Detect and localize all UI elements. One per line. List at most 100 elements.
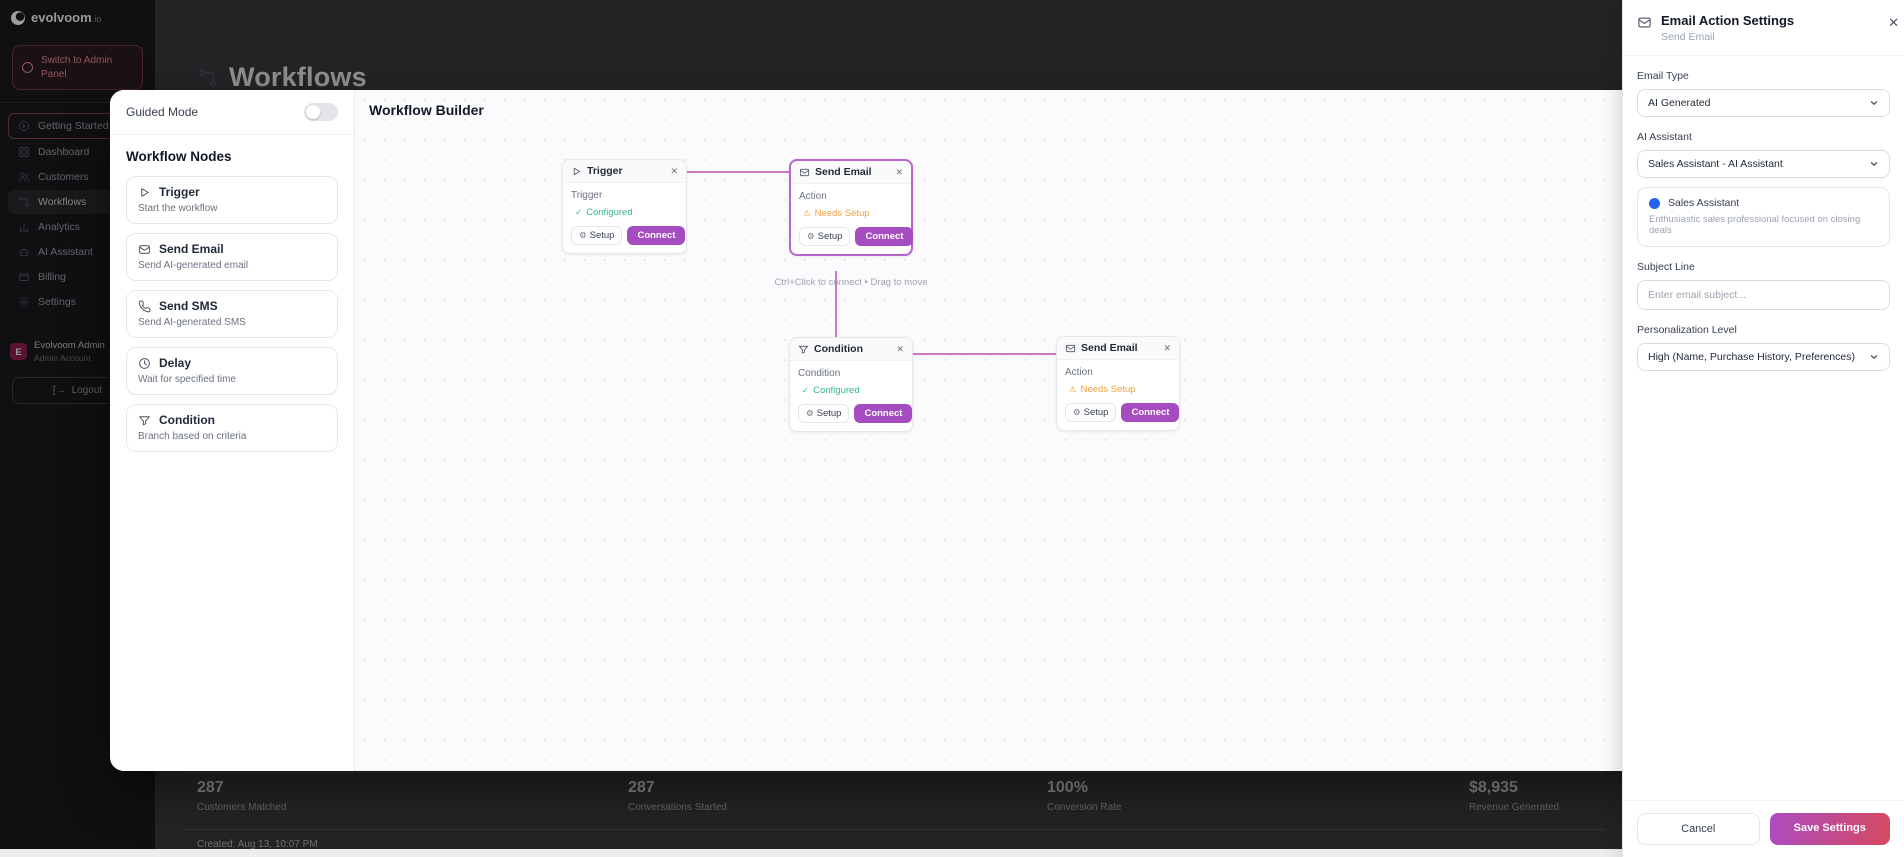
stats-divider	[183, 772, 1603, 773]
logout-icon: [→	[52, 385, 66, 396]
sidebar-item-settings[interactable]: Settings	[8, 290, 147, 314]
assistant-name: Sales Assistant	[1668, 197, 1740, 209]
close-icon[interactable]: ✕	[1163, 342, 1171, 353]
phone-icon	[138, 300, 151, 312]
sidebar-divider	[0, 102, 155, 103]
canvas-node-send-email-2[interactable]: Send Email ✕ Action ⚠Needs Setup ⚙Setup …	[1056, 336, 1180, 431]
page-title-row: Workflows	[197, 62, 367, 93]
envelope-icon	[1638, 17, 1651, 28]
user-name: Evolvoom Admin	[34, 340, 105, 351]
workflow-icon	[19, 197, 29, 207]
canvas-node-trigger[interactable]: Trigger ✕ Trigger ✓Configured ⚙Setup Con…	[562, 159, 687, 254]
palette-item-trigger[interactable]: Trigger Start the workflow	[126, 176, 338, 224]
users-icon	[19, 172, 29, 182]
stat-conversion-rate: 100% Conversion Rate	[1047, 779, 1122, 813]
connect-button[interactable]: Connect	[855, 227, 914, 246]
logo: evolvoom.io	[0, 0, 155, 35]
email-type-select[interactable]: AI Generated	[1637, 89, 1890, 117]
clock-icon	[139, 357, 150, 369]
credit-card-icon	[19, 273, 29, 281]
sidebar-item-ai-assistant[interactable]: AI Assistant	[8, 240, 147, 264]
admin-switch-icon	[22, 62, 33, 73]
close-icon[interactable]: ✕	[895, 166, 903, 177]
canvas-node-condition[interactable]: Condition ✕ Condition ✓Configured ⚙Setup…	[789, 337, 913, 432]
panel-title: Email Action Settings	[1661, 13, 1795, 28]
edge-condition-to-email	[913, 353, 1056, 355]
gear-icon: ⚙	[1073, 407, 1081, 417]
avatar: E	[10, 343, 27, 360]
sidebar-item-billing[interactable]: Billing	[8, 265, 147, 289]
connect-button[interactable]: Connect	[1121, 403, 1180, 422]
guided-mode-label: Guided Mode	[126, 105, 199, 119]
personalization-select[interactable]: High (Name, Purchase History, Preference…	[1637, 343, 1890, 371]
sidebar-item-customers[interactable]: Customers	[8, 165, 147, 189]
page-bottom-strip	[0, 849, 1622, 857]
canvas-title: Workflow Builder	[369, 102, 484, 118]
grid-icon	[19, 147, 29, 157]
close-icon[interactable]: ✕	[670, 165, 678, 176]
status-badge: ✓Configured	[575, 207, 633, 218]
gear-icon	[18, 296, 30, 308]
envelope-icon	[1065, 344, 1076, 352]
check-icon: ✓	[802, 385, 810, 395]
palette-item-condition[interactable]: Condition Branch based on criteria	[126, 404, 338, 452]
close-icon[interactable]: ✕	[1888, 15, 1899, 30]
canvas-node-send-email-1[interactable]: Send Email ✕ Action ⚠Needs Setup ⚙Setup …	[789, 159, 914, 256]
connect-button[interactable]: Connect	[627, 226, 686, 245]
setup-button[interactable]: ⚙Setup	[571, 226, 623, 245]
gear-icon: ⚙	[579, 230, 587, 240]
assistant-info-card: Sales Assistant Enthusiastic sales profe…	[1637, 187, 1890, 247]
chevron-down-icon	[1870, 101, 1878, 105]
palette-title: Workflow Nodes	[126, 149, 232, 164]
panel-subtitle: Send Email	[1661, 31, 1715, 43]
warning-icon: ⚠	[803, 208, 811, 218]
palette-item-send-sms[interactable]: Send SMS Send AI-generated SMS	[126, 290, 338, 338]
status-badge: ⚠Needs Setup	[1069, 384, 1136, 395]
check-icon: ✓	[575, 207, 583, 217]
user-block: E Evolvoom Admin Admin Account	[10, 340, 145, 363]
guided-mode-toggle[interactable]	[304, 103, 338, 121]
subject-input[interactable]	[1637, 280, 1890, 310]
logo-icon	[11, 11, 25, 25]
envelope-icon	[139, 244, 150, 254]
setup-button[interactable]: ⚙Setup	[1065, 403, 1117, 422]
play-icon	[141, 187, 149, 197]
envelope-icon	[799, 168, 810, 176]
sidebar-item-getting-started[interactable]: Getting Started	[8, 113, 147, 139]
user-role: Admin Account	[34, 353, 91, 363]
connect-button[interactable]: Connect	[854, 404, 913, 423]
assistant-select[interactable]: Sales Assistant - AI Assistant	[1637, 150, 1890, 178]
palette-item-send-email[interactable]: Send Email Send AI-generated email	[126, 233, 338, 281]
email-type-label: Email Type	[1637, 70, 1689, 82]
play-icon	[573, 167, 581, 175]
sidebar-item-dashboard[interactable]: Dashboard	[8, 140, 147, 164]
edge-trigger-to-email	[687, 171, 789, 173]
assistant-label: AI Assistant	[1637, 131, 1692, 143]
chevron-down-icon	[1870, 355, 1878, 359]
save-settings-button[interactable]: Save Settings	[1769, 813, 1890, 845]
workflow-canvas[interactable]: Workflow Builder Trigger ✕ Trigger ✓Conf…	[355, 90, 1650, 771]
email-settings-panel: Email Action Settings Send Email ✕ Email…	[1622, 0, 1904, 857]
gear-icon: ⚙	[807, 231, 815, 241]
workflow-builder-modal: Guided Mode Workflow Nodes Trigger Start…	[110, 90, 1650, 771]
close-icon[interactable]: ✕	[896, 343, 904, 354]
gear-icon: ⚙	[806, 408, 814, 418]
cancel-button[interactable]: Cancel	[1637, 813, 1760, 845]
switch-to-admin-button[interactable]: Switch to Admin Panel	[12, 45, 143, 90]
status-badge: ⚠Needs Setup	[803, 208, 870, 219]
chart-bars-icon	[19, 223, 29, 232]
stat-customers-matched: 287 Customers Matched	[197, 779, 287, 813]
page-title: Workflows	[229, 62, 367, 92]
chevron-down-icon	[1870, 162, 1878, 166]
setup-button[interactable]: ⚙Setup	[799, 227, 851, 246]
stat-revenue-generated: $8,935 Revenue Generated	[1469, 779, 1560, 813]
toggle-knob	[306, 105, 320, 119]
workflows-page-icon	[199, 68, 217, 87]
edge-email-to-condition	[835, 271, 837, 337]
funnel-icon	[139, 415, 150, 425]
panel-header: Email Action Settings Send Email ✕	[1623, 0, 1904, 56]
palette-item-delay[interactable]: Delay Wait for specified time	[126, 347, 338, 395]
setup-button[interactable]: ⚙Setup	[798, 404, 850, 423]
canvas-hint: Ctrl+Click to connect • Drag to move	[774, 277, 928, 288]
sidebar-item-analytics[interactable]: Analytics	[8, 215, 147, 239]
